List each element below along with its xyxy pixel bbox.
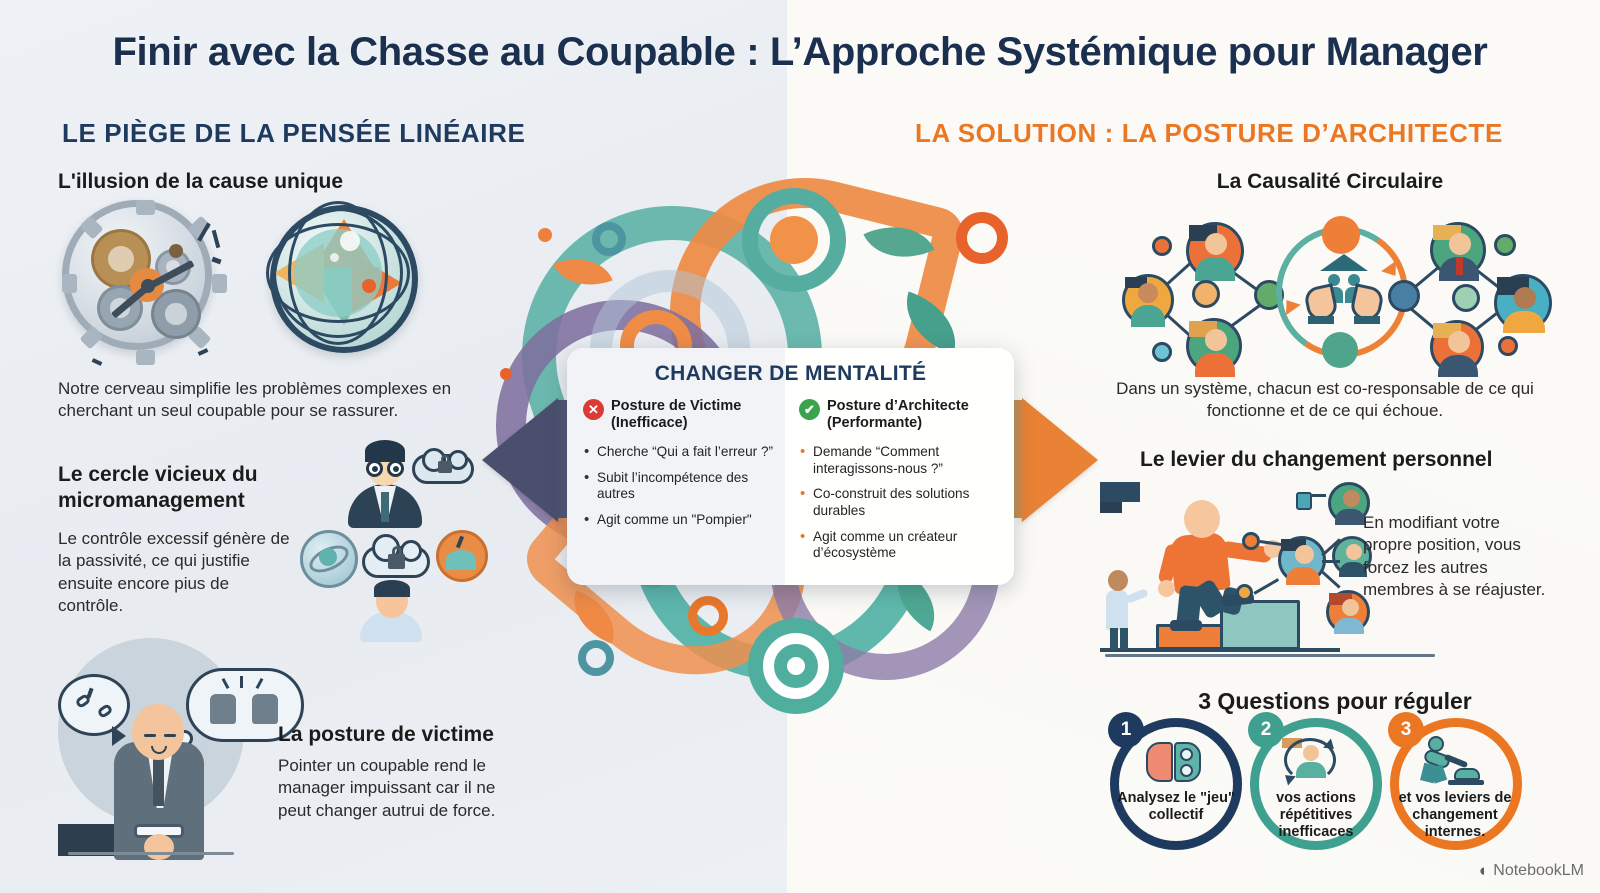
question-3-label: et vos leviers de changement internes. [1398,790,1512,841]
right-block-1-heading: La Causalité Circulaire [1216,170,1444,193]
right-block-2-body: En modifiant votre propre position, vous… [1363,513,1546,600]
x-mark-icon: ✕ [583,399,604,420]
notebooklm-label: NotebookLM [1493,862,1584,879]
mindset-comparison-card: CHANGER DE MENTALITÉ ✕ Posture de Victim… [567,348,1014,585]
network-node [1254,280,1284,310]
brain-gears-icon [1146,742,1202,782]
right-arrow-shape [1022,398,1098,522]
raised-hands-bubble-icon [186,668,304,742]
avatar [1430,222,1486,281]
avatar [1122,274,1174,327]
person-vacuum-icon [1418,736,1484,788]
card-title: CHANGER DE MENTALITÉ [654,362,927,385]
left-block-3-body: Pointer un coupable rend le manager impu… [278,756,496,820]
victim-posture-heading: Posture de Victime [611,398,742,414]
avatar [1332,536,1372,577]
question-1-ring [1110,718,1242,850]
people-network-icon [1100,206,1565,377]
avatar [1494,274,1552,333]
question-2-label: vos actions répétitives inefficaces [1276,790,1356,841]
notebooklm-watermark: ◖ NotebookLM [1477,861,1584,881]
question-1-number: 1 [1108,712,1144,748]
micromanagement-icon-cluster [300,432,488,642]
lock-cloud-icon [362,530,430,584]
architect-posture-subheading: (Performante) [827,415,923,432]
left-block-1-heading: L'illusion de la cause unique [58,170,344,193]
page-title: Finir avec la Chasse au Coupable : L’App… [112,30,1488,74]
manager-glasses-icon [342,434,428,528]
left-section-header: LE PIÈGE DE LA PENSÉE LINÉAIRE [62,118,526,148]
cupped-hands-team-icon [1302,254,1386,326]
left-block-1-body: Notre cerveau simplifie les problèmes co… [58,379,452,421]
broken-watch-gears-icon [62,200,242,380]
avatar [1326,590,1370,634]
victim-posture-column: ✕ Posture de Victime (Inefficace) Cherch… [583,398,788,538]
left-arrow-shape [482,398,558,522]
right-divider [1105,654,1435,657]
victim-posture-subheading: (Inefficace) [611,415,688,432]
person-stepping-up-icon [1100,482,1360,652]
list-item: Agit comme un "Pompier" [583,511,788,529]
list-item: Subit l’incompétence des autres [583,468,788,503]
right-block-2-heading: Le levier du changement personnel [1140,448,1493,471]
broken-chain-bubble-icon [58,674,130,736]
card-left-panel [567,348,785,585]
lock-cloud-bubble-icon [412,448,474,486]
avatar [1186,222,1244,281]
list-item: Cherche “Qui a fait l’erreur ?” [583,443,788,461]
architect-posture-column: ✔ Posture d’Architecte (Performante) Dem… [799,398,1007,571]
team-network-arrows-icon [1236,478,1372,648]
questions-title: 3 Questions pour réguler [1198,688,1472,714]
architect-posture-heading: Posture d’Architecte [827,398,969,414]
victim-posture-list: Cherche “Qui a fait l’erreur ?” Subit l’… [583,443,788,529]
orbit-icon [300,530,358,588]
list-item: Demande “Comment interagissons-nous ?” [799,443,1007,477]
avatar [1328,482,1370,525]
avatar [1430,320,1484,377]
right-section-header: LA SOLUTION : LA POSTURE D’ARCHITECTE [915,118,1503,148]
list-item: Co-construit des solutions durables [799,485,1007,519]
network-node [1388,280,1420,312]
avatar [1186,318,1242,377]
question-1-label: Analysez le "jeu" collectif [1117,790,1235,824]
employee-icon [356,580,426,642]
question-3-number: 3 [1388,712,1424,748]
right-block-1-body: Dans un système, chacun est co-responsab… [1116,379,1534,421]
list-item: Agit comme un créateur d’écosystème [799,528,1007,562]
question-2-number: 2 [1248,712,1284,748]
left-divider [68,852,234,855]
person-cycle-icon [1281,738,1340,786]
left-block-2-heading: Le cercle vicieux du micromanagement [58,463,258,512]
architect-posture-list: Demande “Comment interagissons-nous ?” C… [799,443,1007,562]
check-mark-icon: ✔ [799,399,820,420]
avatar [1278,536,1326,585]
question-2-ring [1250,718,1382,850]
atom-globe-icon [266,201,430,365]
left-block-3-heading: La posture de victime [278,723,494,746]
notebooklm-logo-icon: ◖ [1477,861,1488,880]
sad-manager-handcuffed-icon [58,638,348,863]
question-3-ring [1390,718,1522,850]
left-block-2-body: Le contrôle excessif génère de la passiv… [58,529,290,616]
